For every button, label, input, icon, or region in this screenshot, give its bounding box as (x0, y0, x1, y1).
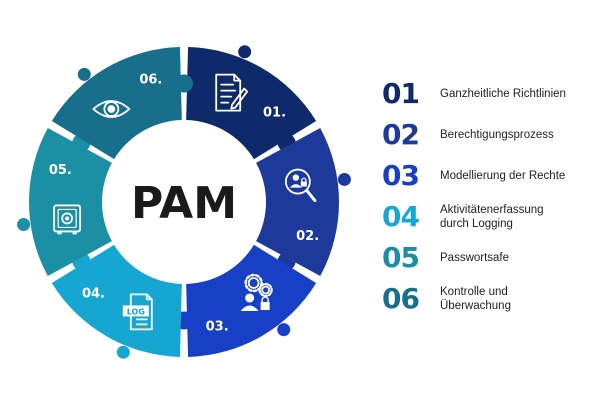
puzzle-outer-knob (17, 218, 31, 232)
legend-item-05: 05 Passwortsafe (382, 242, 592, 274)
document-pen-icon (215, 73, 249, 112)
puzzle-outer-knob (116, 345, 130, 359)
legend-text: Berechtigungsprozess (440, 129, 554, 141)
legend-number: 03 (382, 159, 420, 192)
segment-5 (29, 128, 112, 276)
legend-item-01: 01 Ganzheitliche Richtlinien (382, 78, 592, 110)
log-label: LOG (127, 307, 145, 316)
segment-number: 04. (82, 287, 105, 302)
legend-text: Modellierung der Rechte (440, 170, 566, 182)
legend-text: Kontrolle und Überwachung (440, 286, 511, 312)
puzzle-outer-knob (238, 45, 252, 59)
legend-number: 05 (382, 241, 420, 274)
pam-puzzle-ring: 01. 02. 03. 04. 05. 06. PAM LOG (17, 45, 351, 359)
segment-6 (51, 47, 182, 160)
log-file-icon: LOG (122, 293, 153, 331)
segment-2 (256, 128, 339, 276)
puzzle-outer-knob (277, 323, 291, 337)
user-search-lock-icon (284, 168, 317, 203)
legend-number: 01 (382, 77, 420, 110)
legend-text: Ganzheitliche Richtlinien (440, 88, 566, 100)
legend-text: Aktivitätenerfassung durch Logging (440, 204, 544, 230)
legend-number: 04 (382, 200, 420, 233)
legend-number: 02 (382, 118, 420, 151)
legend: 01 Ganzheitliche Richtlinien 02 Berechti… (382, 78, 592, 324)
puzzle-outer-knob (77, 67, 91, 81)
center-label: PAM (131, 178, 237, 229)
legend-number: 06 (382, 282, 420, 315)
segment-number: 06. (139, 72, 162, 87)
puzzle-outer-knob (337, 172, 351, 186)
user-gears-lock-icon (240, 273, 273, 311)
legend-item-04: 04 Aktivitätenerfassung durch Logging (382, 201, 592, 233)
segment-number: 05. (49, 163, 72, 178)
legend-item-03: 03 Modellierung der Rechte (382, 160, 592, 192)
legend-text: Passwortsafe (440, 252, 510, 264)
legend-item-02: 02 Berechtigungsprozess (382, 119, 592, 151)
legend-item-06: 06 Kontrolle und Überwachung (382, 283, 592, 315)
eye-icon (92, 100, 131, 118)
segment-number: 02. (296, 229, 319, 244)
segment-number: 01. (263, 105, 286, 120)
segment-number: 03. (206, 320, 229, 335)
safe-icon (53, 204, 82, 235)
puzzle-tab (175, 74, 193, 93)
